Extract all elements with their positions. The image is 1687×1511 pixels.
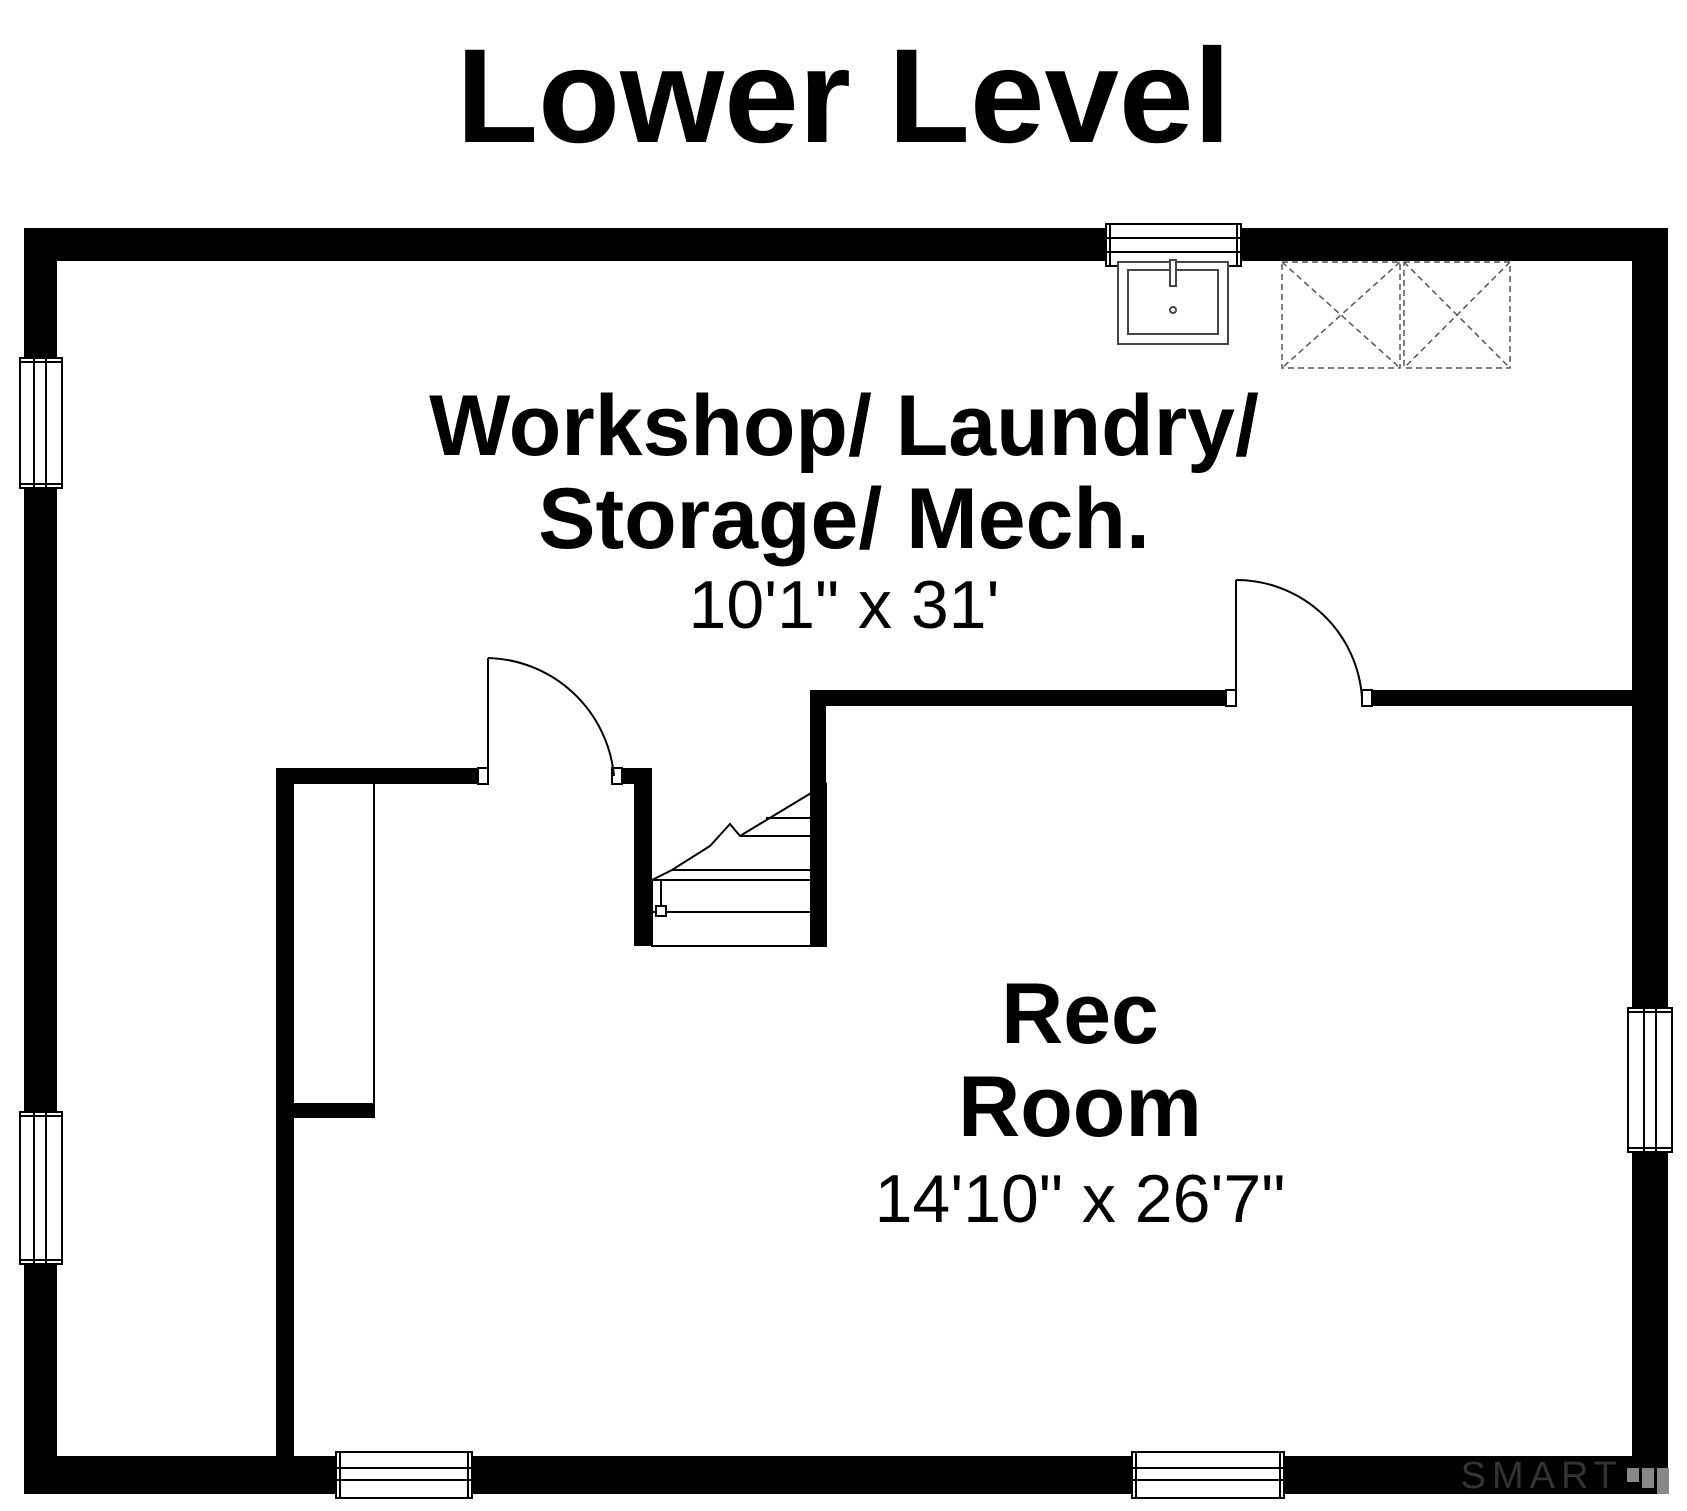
partition-wall-center [810, 690, 1230, 706]
stairs [651, 782, 827, 947]
doors [487, 578, 1363, 777]
partition-wall-right [1372, 690, 1634, 706]
left-wing-wall [276, 768, 294, 1456]
workshop-name-line1: Workshop/ Laundry/ [429, 378, 1259, 474]
door-jamb-wall [622, 768, 642, 784]
rec-dimensions: 14'10" x 26'7" [874, 1161, 1286, 1237]
workshop-dimensions: 10'1" x 31' [688, 567, 1000, 643]
door-left-swing [487, 657, 615, 777]
left-wing-top-wall [276, 768, 482, 784]
window-bottom-left [335, 1451, 473, 1499]
laundry-sink-icon [1117, 259, 1229, 345]
top-wall [24, 228, 1668, 261]
bottom-wall [24, 1456, 1668, 1494]
washer-dryer-icon [1281, 261, 1511, 369]
workshop-name-line2: Storage/ Mech. [538, 471, 1150, 567]
window-left-lower [19, 1111, 63, 1265]
workshop-room-label: Workshop/ Laundry/ Storage/ Mech. 10'1" … [284, 380, 1404, 644]
door-right-swing [1235, 578, 1363, 699]
rec-name-line1: Rec [1001, 966, 1159, 1062]
closet-bottom-wall [294, 1103, 374, 1118]
mls-bars-icon [1627, 1468, 1669, 1494]
window-bottom-right [1131, 1451, 1285, 1499]
logo-text: SMART [1460, 1455, 1623, 1497]
floor-title: Lower Level [456, 22, 1231, 171]
stair-wall-left [634, 768, 652, 946]
rec-room-label: Rec Room 14'10" x 26'7" [770, 968, 1390, 1238]
smart-mls-logo: SMART [1461, 1455, 1669, 1498]
right-wall [1632, 228, 1668, 1494]
window-left-upper [19, 357, 63, 489]
rec-name-line2: Room [958, 1059, 1202, 1155]
interior-walls [276, 690, 1634, 1456]
window-right [1627, 1007, 1673, 1153]
